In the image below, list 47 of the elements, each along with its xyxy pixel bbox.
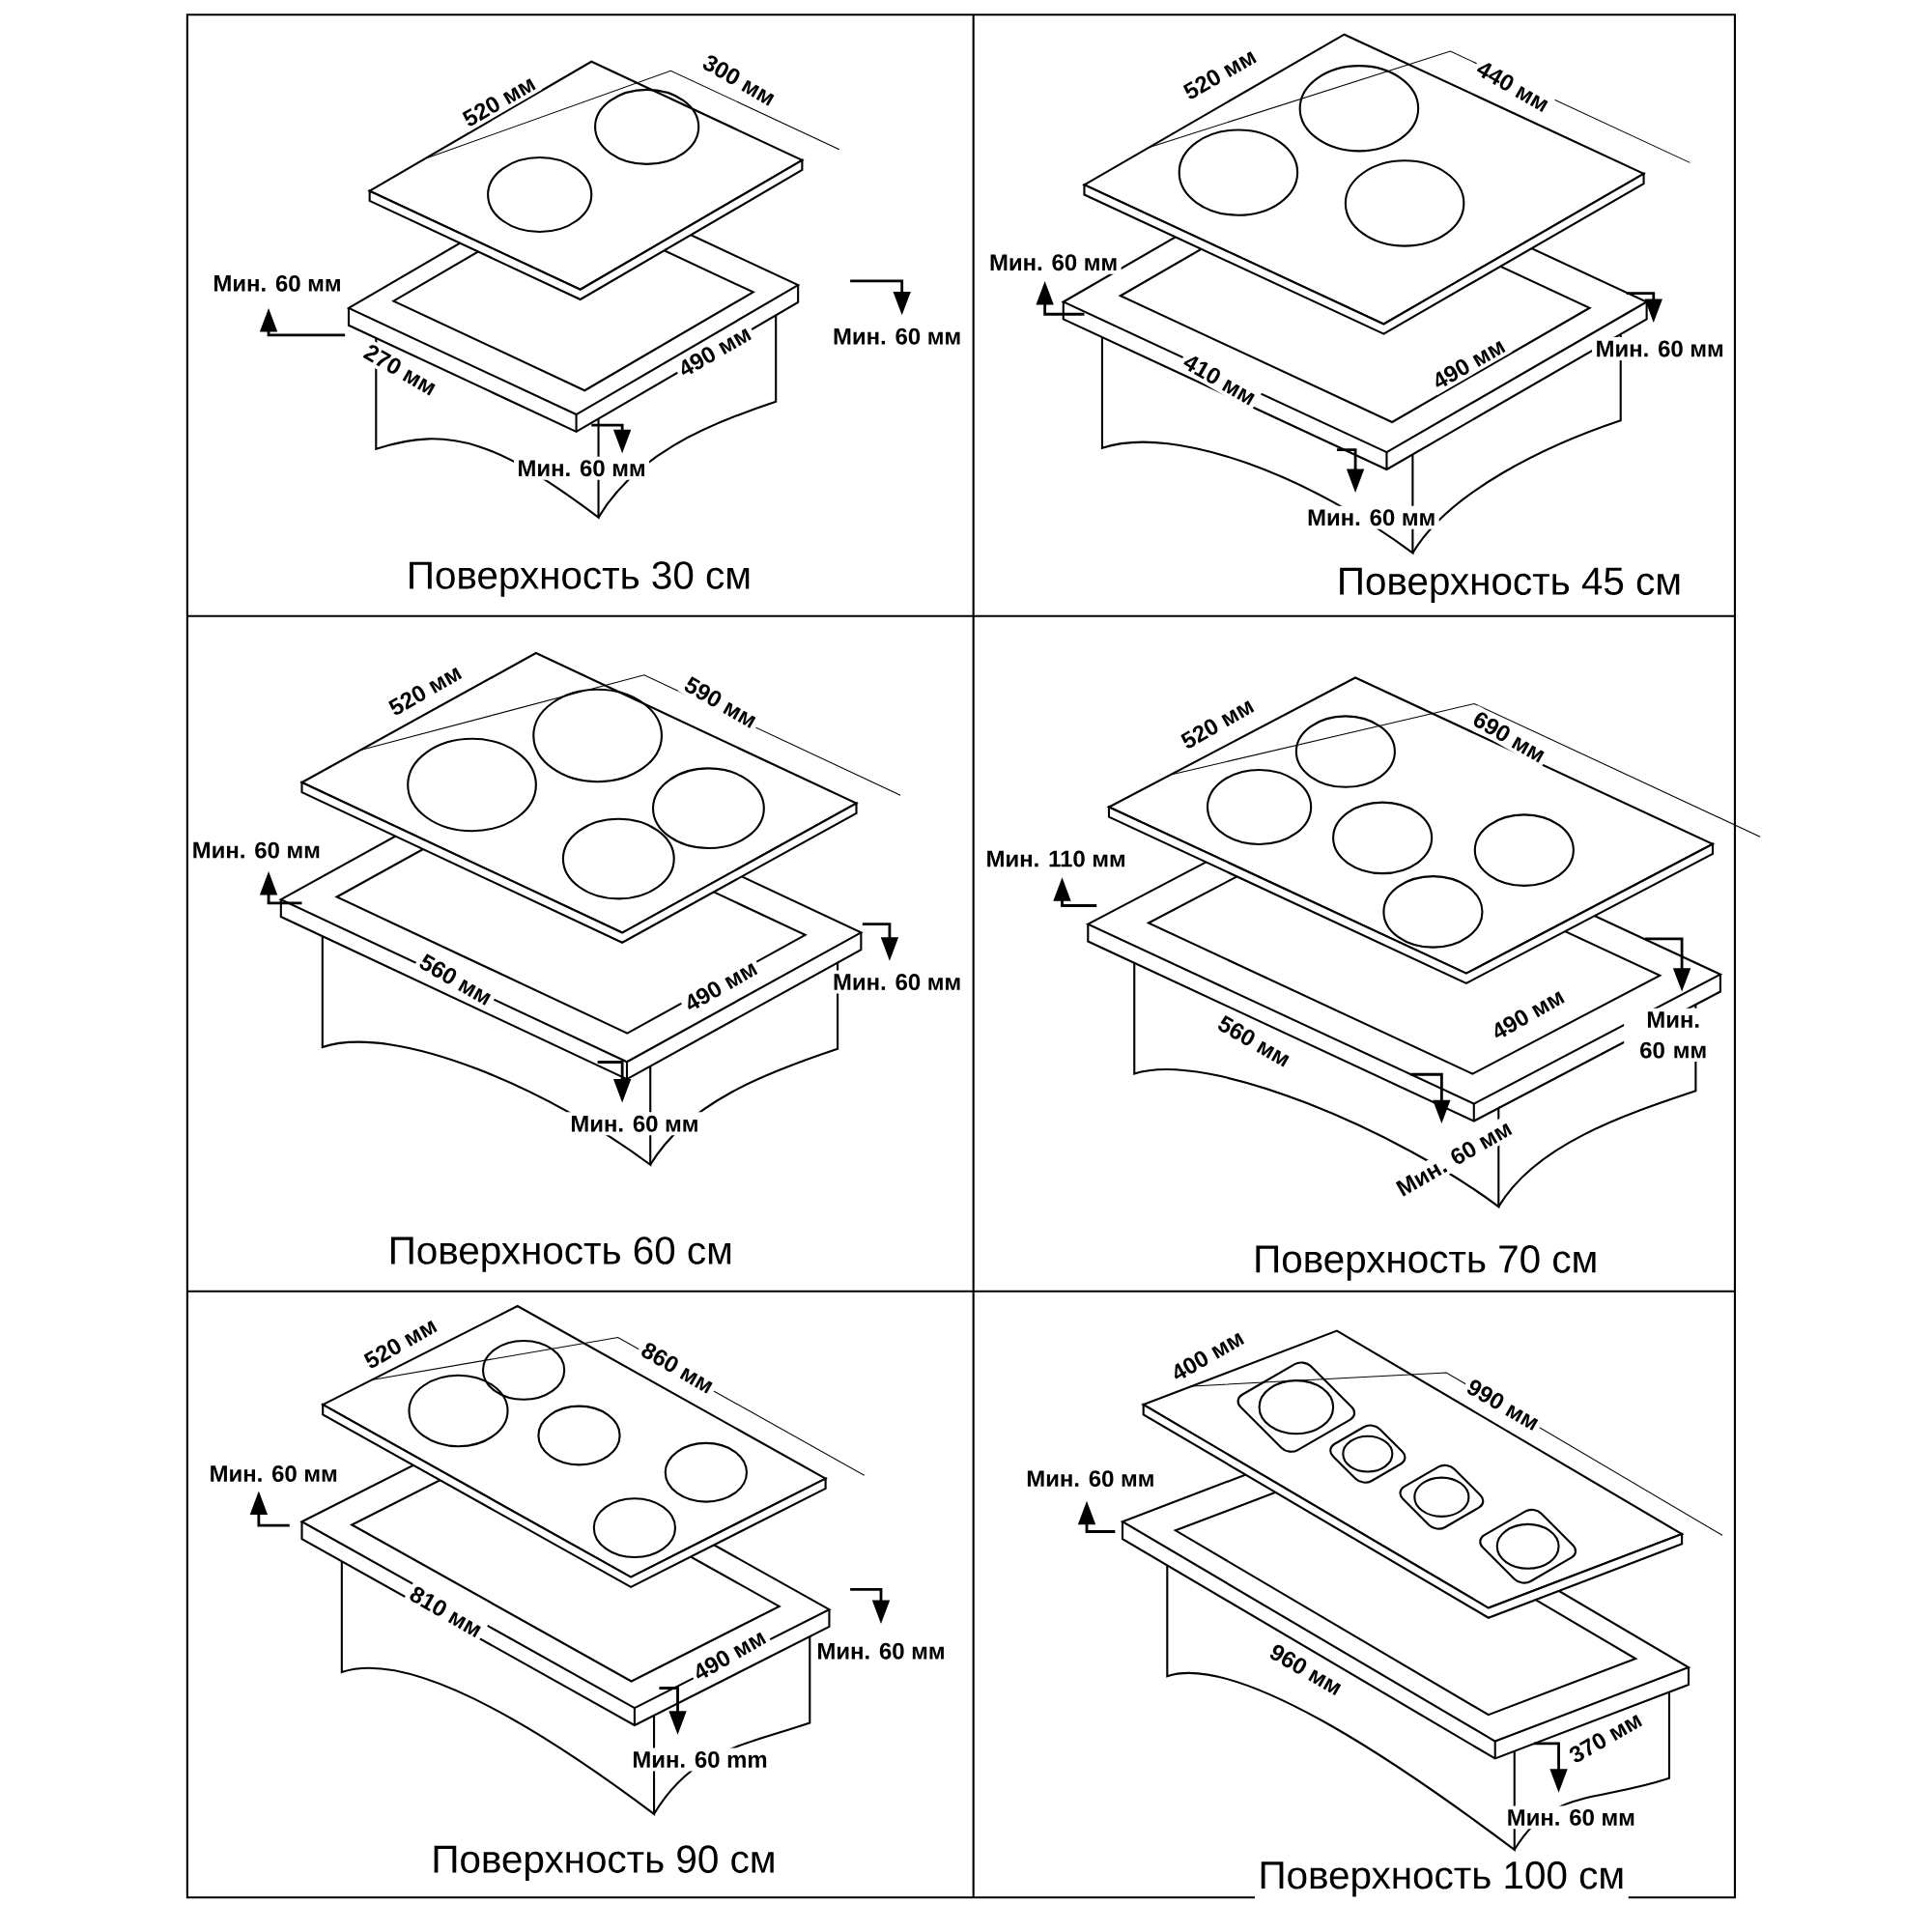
dimension-label: 860 мм: [635, 1336, 722, 1400]
dimension-label: Мин. 60 мм: [1592, 337, 1728, 360]
dimension-label: Мин. 60 мм: [188, 838, 325, 863]
dimension-label: 270 мм: [357, 338, 444, 402]
dimension-label: 560 мм: [412, 948, 499, 1011]
dimension-label: 440 мм: [1469, 54, 1556, 118]
dimension-label: Мин. 60 мм: [206, 1462, 342, 1486]
dimension-label: Мин. 60 mm: [628, 1747, 772, 1772]
caption: Поверхность 30 см: [403, 557, 755, 601]
dimension-label: Мин. 60 мм: [1503, 1805, 1639, 1830]
caption: Поверхность 100 см: [1255, 1858, 1629, 1900]
dimension-label: Мин. 60 мм: [985, 250, 1122, 274]
dimension-label: 300 мм: [696, 48, 782, 112]
dimension-label: 490 мм: [1485, 982, 1572, 1046]
caption: Поверхность 70 см: [1249, 1241, 1602, 1285]
dimension-label: Мин. 60 мм: [1624, 1008, 1723, 1063]
dimension-label: Мин. 60 мм: [1022, 1466, 1158, 1491]
dimension-label: Мин. 60 мм: [829, 970, 965, 994]
dimension-label: 520 мм: [1177, 42, 1264, 106]
dimension-label: 690 мм: [1466, 705, 1552, 769]
dimension-label: Мин. 60 мм: [566, 1112, 702, 1136]
caption: Поверхность 90 см: [427, 1841, 781, 1885]
dimension-label: 490 мм: [671, 319, 758, 384]
dimension-label: 490 мм: [1425, 331, 1512, 395]
dimension-label: Мин. 60 мм: [829, 325, 965, 349]
dimension-label: 990 мм: [1460, 1373, 1547, 1436]
dimension-label: 960 мм: [1263, 1637, 1350, 1701]
dimension-label: 560 мм: [1211, 1009, 1297, 1073]
dimension-label: 810 мм: [403, 1579, 490, 1643]
dimension-label: Мин. 60 мм: [514, 456, 650, 480]
dimension-label: Мин. 60 мм: [812, 1639, 950, 1663]
dimension-label: 520 мм: [1174, 692, 1261, 755]
dimension-label: Мин. 60 мм: [1389, 1114, 1519, 1203]
dimension-label: 590 мм: [677, 670, 764, 734]
dimension-label: 400 мм: [1164, 1323, 1251, 1387]
dimension-label: Мин. 60 мм: [209, 271, 346, 296]
dimension-label: 520 мм: [456, 70, 543, 133]
dimension-label: 490 мм: [686, 1623, 773, 1687]
caption: Поверхность 60 см: [384, 1233, 737, 1276]
dimension-label: 490 мм: [677, 953, 764, 1017]
dimension-label: 370 мм: [1562, 1705, 1649, 1770]
dimension-label: 520 мм: [357, 1311, 444, 1375]
dimension-label: 520 мм: [382, 658, 469, 722]
dimension-label: Мин. 60 мм: [1303, 505, 1439, 529]
caption: Поверхность 45 см: [1333, 564, 1686, 607]
dimension-label: Мин. 110 мм: [982, 847, 1130, 870]
dimension-label: 410 мм: [1177, 348, 1264, 412]
